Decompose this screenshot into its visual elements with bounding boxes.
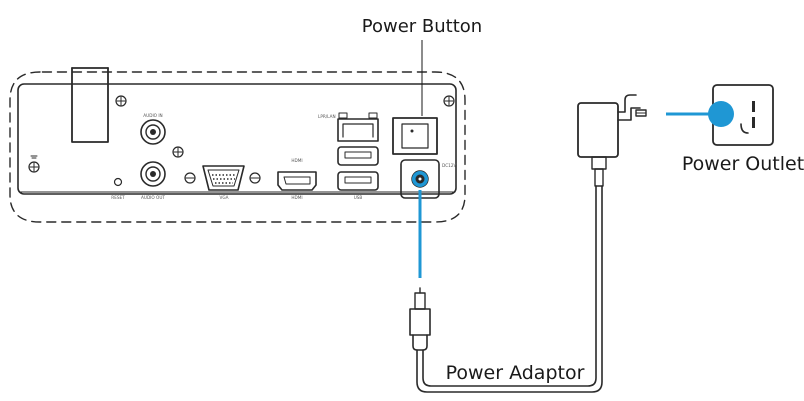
hdmi-label-top: HDMI [291,158,302,163]
audio-out-jack: AUDIO OUT [140,161,166,200]
rear-panel [17,83,457,195]
power-button-label: Power Button [362,16,482,37]
hdmi-port: HDMI HDMI [277,158,317,200]
audio-in-jack: AUDIO IN [140,113,166,145]
screw-icon-top-right [443,95,455,107]
vga-label: VGA [220,195,229,200]
hdmi-label: HDMI [291,195,302,200]
screw-icon-audio [172,146,184,158]
power-adaptor-label: Power Adaptor [446,362,585,384]
ground-symbol-icon [28,155,40,173]
dc-jack: DC12V [400,159,456,199]
screw-icon-top-left [115,95,127,107]
usb-ports: USB [337,146,379,200]
nvr-device: RESET AUDIO IN AUDIO OUT VGA HDMI [9,67,466,223]
power-outlet-label: Power Outlet [682,153,804,175]
wall-outlet-icon [708,84,774,146]
usb-port-icon [337,146,379,166]
lan-label: LPR/LAN [318,114,336,119]
usb-label: USB [354,195,363,200]
outlet-highlight [708,101,734,127]
dc-plug-icon [409,287,431,351]
device-outline-dashed [9,71,466,223]
screw-icon-vga-left [184,172,196,184]
ethernet-port: LPR/LAN [318,112,379,142]
adaptor-cable [416,185,603,393]
antenna-icon [71,67,109,143]
wall-adapter-icon [577,94,647,187]
vga-port: VGA [202,165,245,200]
dc-label: DC12V [442,163,456,168]
adaptor-cable-inner [422,185,597,387]
power-switch [392,117,438,155]
reset-label: RESET [111,195,125,200]
audio-out-label: AUDIO OUT [141,195,165,200]
audio-in-label: AUDIO IN [143,113,162,118]
reset-button: RESET [111,177,125,200]
power-button-callout: Power Button [362,16,482,116]
usb-port-icon [337,171,379,191]
screw-icon-vga-right [249,172,261,184]
